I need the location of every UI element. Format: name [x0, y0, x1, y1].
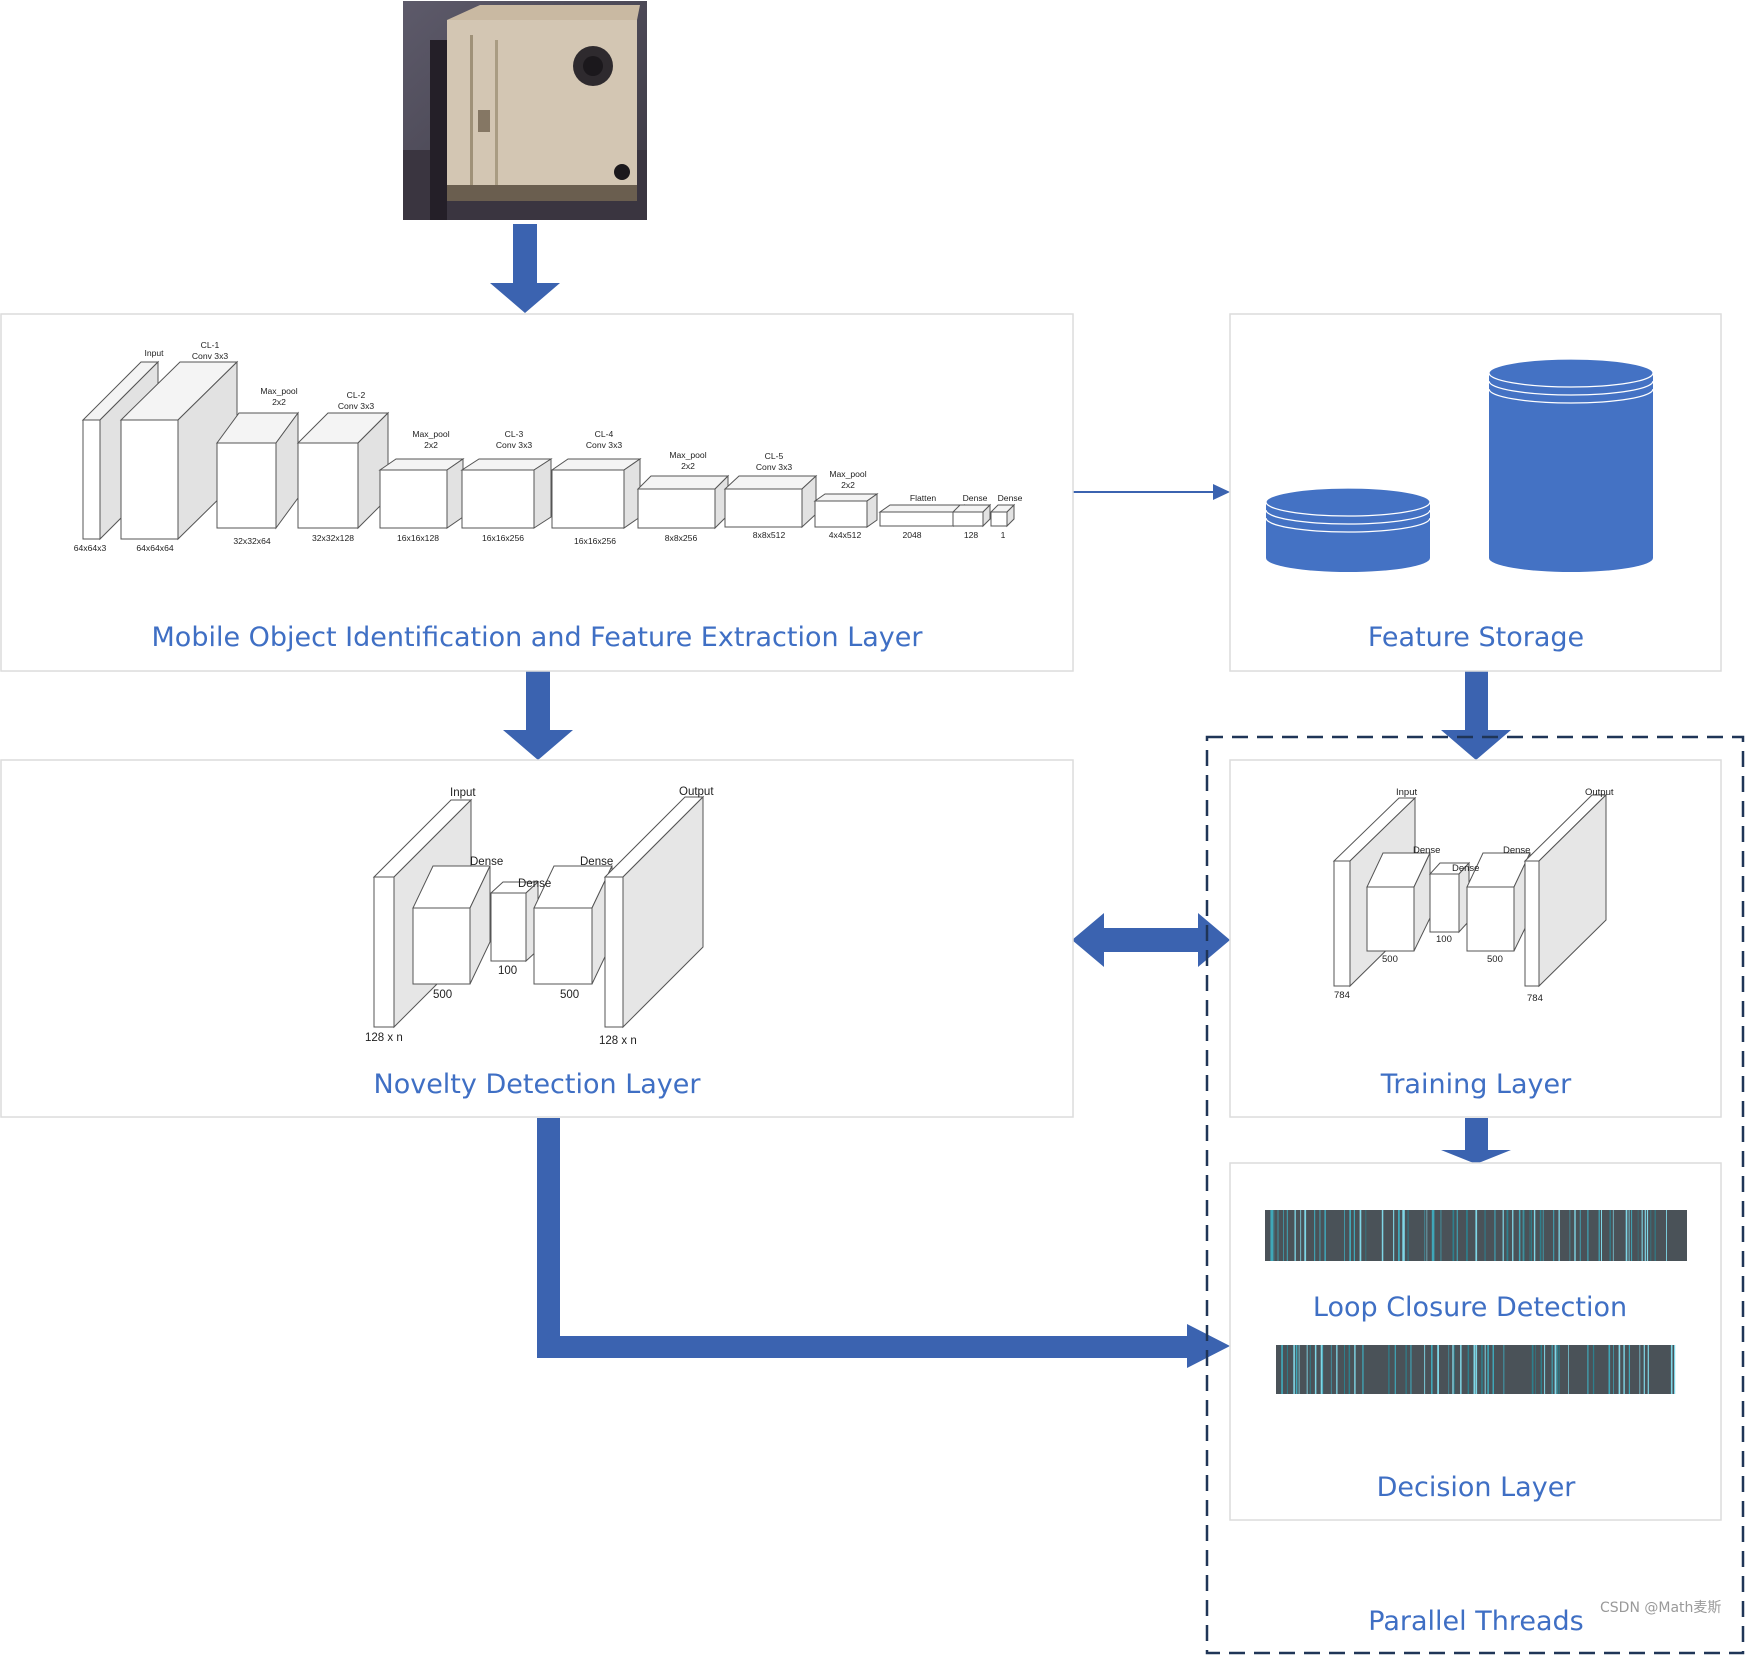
cnn-block-top-label: Max_pool: [260, 386, 297, 396]
cnn-block-top-label: Dense: [963, 493, 988, 503]
cnn-block-top-label: Input: [144, 348, 164, 358]
loop-closure-title: Loop Closure Detection: [1313, 1292, 1627, 1323]
cnn-block-top-label: CL-3: [505, 429, 524, 439]
cnn-block: [460, 458, 553, 529]
novelty-out-size-label: 128 x n: [599, 1035, 637, 1047]
training-autoencoder: Input Output Dense Dense Dense 500 100 5…: [1332, 787, 1614, 1004]
cnn-block: [813, 493, 879, 528]
cnn-block-top-label: 2x2: [681, 461, 695, 471]
cnn-block: [550, 458, 642, 529]
cnn-block-bottom-label: 2048: [902, 530, 921, 540]
storage-cylinder-small: [1265, 487, 1431, 572]
training-layer-title: Training Layer: [1380, 1069, 1572, 1100]
training-dense-left-label: Dense: [1413, 845, 1440, 856]
cnn-block-top-label: Max_pool: [829, 469, 866, 479]
novelty-n-mid-label: 100: [498, 965, 517, 977]
cnn-block: [636, 474, 730, 530]
cnn-block-bottom-label: 4x4x512: [829, 530, 862, 540]
arrow-image-to-extraction: [490, 224, 560, 313]
cnn-block-top-label: 2x2: [424, 440, 438, 450]
training-in-size-label: 784: [1334, 990, 1350, 1001]
cnn-block-top-label: CL-5: [765, 451, 784, 461]
arrow-training-to-decision: [1441, 1118, 1511, 1164]
cnn-block-top-label: Conv 3x3: [756, 462, 793, 472]
cnn-block-bottom-label: 64x64x3: [74, 543, 107, 553]
training-n-mid-label: 100: [1436, 934, 1452, 945]
training-dense-mid-label: Dense: [1452, 863, 1479, 874]
arrow-storage-to-training: [1441, 671, 1511, 760]
cnn-block-top-label: 2x2: [841, 480, 855, 490]
training-out-size-label: 784: [1527, 993, 1543, 1004]
novelty-n-right-label: 500: [560, 989, 579, 1001]
watermark: CSDN @Math麦斯: [1600, 1600, 1721, 1616]
decision-layer-title: Decision Layer: [1377, 1472, 1577, 1503]
cnn-block: [989, 503, 1016, 528]
novelty-in-size-label: 128 x n: [365, 1032, 403, 1044]
cnn-block-top-label: Conv 3x3: [586, 440, 623, 450]
cnn-block-top-label: Conv 3x3: [496, 440, 533, 450]
cnn-block-top-label: 2x2: [272, 397, 286, 407]
training-n-left-label: 500: [1382, 954, 1398, 965]
novelty-output-label: Output: [679, 786, 714, 798]
cnn-block: [951, 503, 992, 528]
cnn-block-bottom-label: 8x8x256: [665, 533, 698, 543]
novelty-dense-right-label: Dense: [580, 856, 613, 868]
cnn-block-top-label: Dense: [998, 493, 1023, 503]
cnn-block-bottom-label: 32x32x128: [312, 533, 354, 543]
cnn-block-bottom-label: 1: [1001, 530, 1006, 540]
training-n-right-label: 500: [1487, 954, 1503, 965]
storage-cylinder-large: [1488, 358, 1654, 572]
cnn-block-bottom-label: 8x8x512: [753, 530, 786, 540]
training-dense-right-label: Dense: [1503, 845, 1530, 856]
cnn-block-bottom-label: 16x16x256: [482, 533, 524, 543]
cnn-block: [878, 504, 966, 527]
feature-extraction-title: Mobile Object Identification and Feature…: [152, 622, 924, 653]
cnn-block: [723, 474, 818, 529]
cnn-block-bottom-label: 16x16x256: [574, 536, 616, 546]
cnn-block: [378, 458, 465, 529]
training-input-label: Input: [1396, 787, 1417, 798]
novelty-dense-left-label: Dense: [470, 856, 503, 868]
cnn-block-top-label: Max_pool: [412, 429, 449, 439]
cnn-block-top-label: Flatten: [910, 493, 936, 503]
cnn-block-bottom-label: 16x16x128: [397, 533, 439, 543]
novelty-autoencoder: Input Output Dense Dense Dense 500 100 5…: [365, 786, 714, 1047]
training-output-label: Output: [1585, 787, 1614, 798]
novelty-input-label: Input: [450, 787, 476, 799]
cnn-block-bottom-label: 32x32x64: [233, 536, 270, 546]
cnn-block-bottom-label: 64x64x64: [136, 543, 173, 553]
cnn-block-top-label: Conv 3x3: [338, 401, 375, 411]
loop-closure-barcode-top: [1265, 1210, 1687, 1261]
arrow-extraction-to-novelty: [503, 671, 573, 760]
cnn-block-bottom-label: 128: [964, 530, 979, 540]
cnn-block-top-label: CL-2: [347, 390, 366, 400]
cnn-block: [296, 411, 390, 530]
cnn-block: [216, 411, 299, 530]
novelty-dense-mid-label: Dense: [518, 878, 551, 890]
feature-storage-title: Feature Storage: [1368, 622, 1584, 653]
arrow-novelty-to-decision: [537, 1118, 1230, 1368]
cnn-block-top-label: CL-4: [595, 429, 614, 439]
novelty-detection-title: Novelty Detection Layer: [374, 1069, 702, 1100]
loop-closure-barcode-bottom: [1276, 1345, 1676, 1394]
cnn-block-top-label: Max_pool: [669, 450, 706, 460]
novelty-n-left-label: 500: [433, 989, 452, 1001]
cnn-block-top-label: CL-1: [201, 340, 220, 350]
parallel-threads-title: Parallel Threads: [1368, 1606, 1583, 1637]
input-camera-image: [403, 1, 647, 220]
cnn-block-top-label: Conv 3x3: [192, 351, 229, 361]
arrow-extraction-to-storage: [1072, 484, 1230, 500]
arrow-novelty-training-bidirectional: [1072, 913, 1230, 967]
